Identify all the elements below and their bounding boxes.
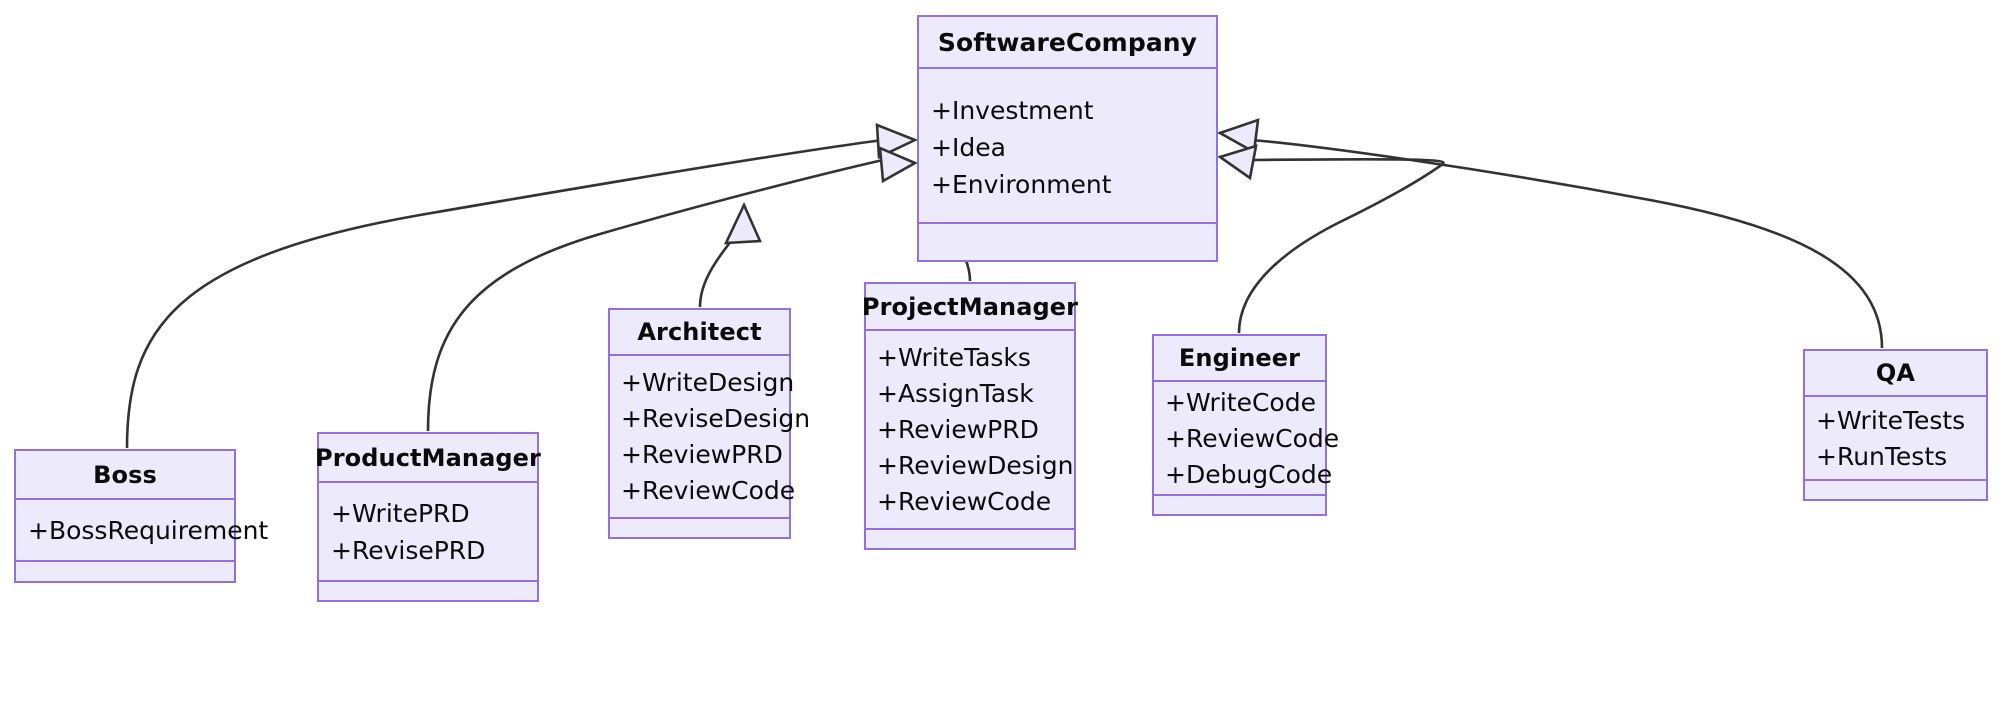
class-attributes-architect: +WriteDesign +ReviseDesign +ReviewPRD +R… [610, 356, 811, 519]
class-member: +WriteCode [1165, 387, 1316, 417]
class-member: +WritePRD [331, 498, 470, 528]
class-title-architect: Architect [610, 310, 789, 356]
class-member: +ReviewCode [621, 476, 796, 505]
class-node-projectmanager[interactable]: ProjectManager +WriteTasks +AssignTask +… [862, 282, 1078, 550]
class-methods-architect [610, 519, 789, 537]
class-member: +ReviewCode [877, 487, 1052, 516]
class-attributes-softwarecompany: +Investment +Idea +Environment [919, 69, 1216, 224]
class-methods-productmanager [319, 582, 537, 600]
class-node-productmanager[interactable]: ProductManager +WritePRD +RevisePRD [315, 432, 541, 602]
class-member: +BossRequirement [28, 515, 269, 545]
class-member: +Investment [931, 96, 1094, 125]
class-attributes-productmanager: +WritePRD +RevisePRD [319, 483, 537, 582]
class-methods-projectmanager [866, 530, 1074, 548]
class-member: +ReviseDesign [621, 404, 811, 433]
class-member: +WriteDesign [621, 368, 795, 397]
class-attributes-projectmanager: +WriteTasks +AssignTask +ReviewPRD +Revi… [866, 331, 1074, 530]
class-member: +RunTests [1816, 441, 1948, 471]
class-methods-boss [16, 562, 234, 581]
class-member: +ReviewDesign [877, 451, 1074, 480]
class-title-projectmanager: ProjectManager [862, 284, 1078, 331]
class-member: +ReviewCode [1165, 423, 1340, 453]
edge-qa-to-softwarecompany [1251, 138, 1884, 349]
generalization-arrowhead-boss [875, 123, 919, 159]
class-member: +RevisePRD [331, 535, 486, 565]
class-member: +WriteTasks [877, 343, 1031, 372]
class-title-qa: QA [1805, 351, 1986, 397]
class-node-architect[interactable]: Architect +WriteDesign +ReviseDesign +Re… [608, 308, 811, 539]
class-member: +DebugCode [1165, 459, 1333, 489]
generalization-arrowhead-qa [1216, 118, 1260, 155]
class-node-boss[interactable]: Boss +BossRequirement [14, 449, 269, 583]
class-attributes-boss: +BossRequirement [16, 500, 269, 562]
class-member: +AssignTask [877, 379, 1034, 408]
generalization-arrowhead-productmanager [878, 145, 918, 184]
class-member: +Idea [931, 133, 1006, 162]
class-member: +ReviewPRD [621, 440, 783, 469]
edge-architect-to-softwarecompany [698, 219, 746, 308]
class-title-engineer: Engineer [1154, 336, 1325, 382]
class-methods-softwarecompany [919, 224, 1216, 260]
class-title-softwarecompany: SoftwareCompany [919, 17, 1216, 69]
generalization-arrowhead-engineer [1217, 144, 1258, 181]
class-attributes-qa: +WriteTests +RunTests [1805, 397, 1986, 481]
class-member: +Environment [931, 170, 1112, 199]
class-member: +WriteTests [1816, 405, 1966, 435]
class-node-qa[interactable]: QA +WriteTests +RunTests [1803, 349, 1988, 501]
class-title-boss: Boss [16, 451, 234, 500]
edge-engineer-to-softwarecompany [1237, 157, 1445, 334]
class-node-engineer[interactable]: Engineer +WriteCode +ReviewCode +DebugCo… [1152, 334, 1340, 516]
class-member: +ReviewPRD [877, 415, 1039, 444]
class-methods-qa [1805, 481, 1986, 499]
class-methods-engineer [1154, 496, 1325, 514]
class-node-softwarecompany[interactable]: SoftwareCompany +Investment +Idea +Envir… [917, 15, 1218, 262]
class-title-productmanager: ProductManager [315, 434, 541, 483]
generalization-arrowhead-architect [723, 201, 762, 245]
class-attributes-engineer: +WriteCode +ReviewCode +DebugCode [1154, 382, 1340, 496]
